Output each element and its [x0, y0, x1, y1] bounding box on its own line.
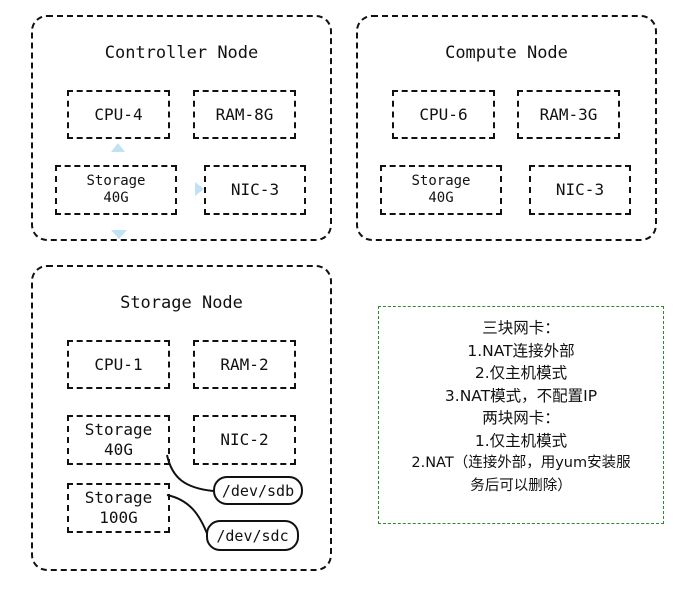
compute-node: Compute Node: [356, 15, 657, 241]
controller-storage-label: Storage: [86, 172, 146, 189]
storage-node-cpu-label: CPU-1: [94, 354, 143, 374]
storage-node-title: Storage Node: [120, 293, 243, 313]
storage-node-disk-1: Storage 40G: [67, 415, 170, 465]
storage-node-nic: NIC-2: [193, 415, 296, 465]
arrow-up-icon: [111, 143, 125, 152]
compute-ram: RAM-3G: [517, 90, 620, 139]
compute-cpu: CPU-6: [392, 90, 495, 139]
compute-node-title: Compute Node: [445, 43, 568, 63]
notes-line-4: 3.NAT模式，不配置IP: [444, 386, 598, 405]
storage-node-cpu: CPU-1: [67, 340, 170, 389]
controller-storage-size: 40G: [103, 190, 129, 206]
connector-sdc: [166, 494, 209, 537]
notes-line-7: 2.NAT（连接外部，用yum安装服: [411, 455, 631, 471]
connector-sdb: [166, 454, 214, 492]
notes-line-8: 务后可以删除）: [470, 477, 572, 494]
controller-storage: Storage 40G: [55, 165, 177, 215]
storage-node-disk-2: Storage 100G: [67, 483, 170, 533]
notes-line-1: 三块网卡：: [482, 319, 560, 337]
compute-storage: Storage 40G: [380, 165, 502, 215]
controller-ram: RAM-8G: [193, 90, 296, 139]
controller-node: Controller Node: [31, 15, 332, 241]
storage-node-nic-label: NIC-2: [220, 430, 269, 449]
storage-node-disk-2-size: 100G: [99, 508, 138, 527]
notes-line-6: 1.仅主机模式: [474, 431, 568, 450]
controller-cpu-label: CPU-4: [94, 104, 143, 124]
controller-cpu: CPU-4: [67, 90, 170, 139]
compute-storage-label: Storage: [411, 172, 471, 189]
storage-node-ram-label: RAM-2: [220, 354, 269, 374]
controller-nic: NIC-3: [204, 165, 306, 215]
notes-line-2: 1.NAT连接外部: [467, 341, 575, 360]
arrow-right-icon: [195, 182, 204, 196]
storage-node-ram: RAM-2: [193, 340, 296, 389]
arrow-down-icon: [111, 230, 127, 239]
compute-nic-label: NIC-3: [555, 180, 605, 199]
dev-sdb: /dev/sdb: [213, 476, 303, 505]
controller-nic-label: NIC-3: [230, 180, 280, 199]
compute-ram-label: RAM-3G: [539, 104, 598, 124]
compute-nic: NIC-3: [529, 165, 631, 215]
controller-ram-label: RAM-8G: [215, 104, 274, 124]
compute-storage-size: 40G: [428, 190, 454, 206]
dev-sdb-label: /dev/sdb: [221, 481, 295, 500]
storage-node-disk-1-size: 40G: [104, 440, 133, 459]
controller-node-title: Controller Node: [104, 43, 259, 63]
dev-sdc-label: /dev/sdc: [216, 526, 289, 545]
notes-line-3: 2.仅主机模式: [474, 364, 568, 382]
storage-node-disk-2-label: Storage: [84, 488, 153, 507]
compute-cpu-label: CPU-6: [419, 104, 468, 124]
dev-sdc: /dev/sdc: [206, 520, 299, 551]
storage-node-disk-1-label: Storage: [84, 420, 153, 439]
notes-line-5: 两块网卡：: [482, 409, 560, 427]
storage-node: Storage Node: [31, 265, 332, 571]
nic-notes: 三块网卡： 1.NAT连接外部 2.仅主机模式 3.NAT模式，不配置IP 两块…: [378, 306, 664, 524]
